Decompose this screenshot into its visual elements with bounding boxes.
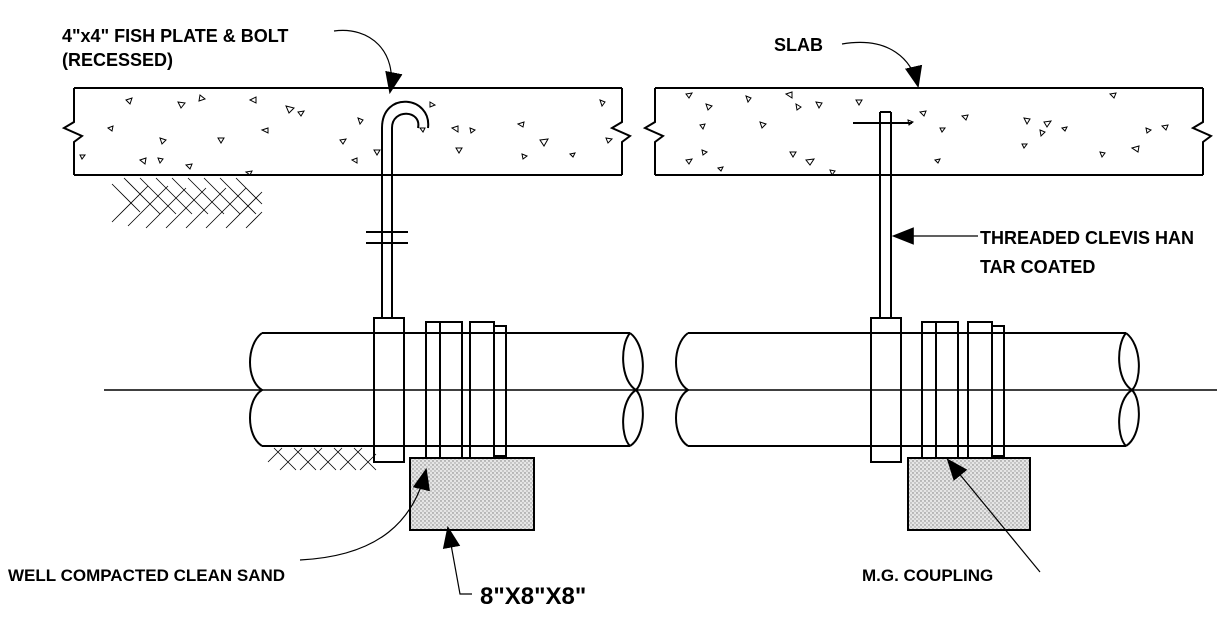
slab-aggregate-pattern [79, 91, 1169, 177]
earth-hatch-bottom [267, 447, 377, 471]
clevis-label-line1: THREADED CLEVIS HAN [980, 228, 1194, 248]
coupling-label: M.G. COUPLING [862, 566, 993, 585]
concrete-block-left [409, 457, 535, 531]
fish-plate-bolt [366, 100, 430, 318]
slab-left [61, 87, 632, 176]
clevis-label-line2: TAR COATED [980, 257, 1095, 277]
earth-hatch-top [111, 177, 263, 229]
block-size-leader [442, 525, 472, 595]
fish-plate-label-line1: 4"x4" FISH PLATE & BOLT [62, 26, 288, 46]
sand-label: WELL COMPACTED CLEAN SAND [8, 566, 285, 585]
fish-plate-leader [333, 29, 403, 95]
slab-right [642, 87, 1213, 176]
concrete-block-right [907, 457, 1031, 531]
threaded-clevis-rod [853, 111, 912, 318]
fish-plate-label-line2: (RECESSED) [62, 50, 173, 70]
slab-leader [841, 41, 923, 89]
block-size-label: 8"X8"X8" [480, 583, 586, 610]
sand-leader [299, 467, 430, 561]
slab-label: SLAB [774, 35, 823, 55]
coupling-leader [946, 458, 1041, 573]
